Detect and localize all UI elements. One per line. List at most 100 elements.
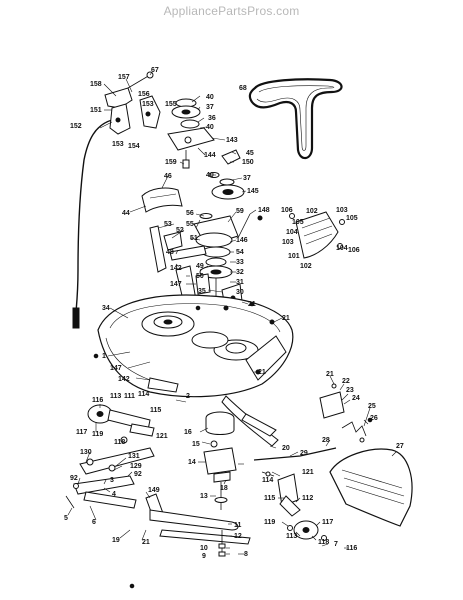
callout-154: 154 — [128, 143, 140, 150]
callout-1: 1 — [102, 353, 106, 360]
callout-25: 25 — [368, 403, 376, 410]
callout-151: 151 — [90, 107, 102, 114]
callout-21: 21 — [248, 301, 256, 308]
callout-156: 156 — [138, 91, 150, 98]
callout-153-b: 153 — [112, 141, 124, 148]
callout-14: 14 — [188, 459, 196, 466]
callout-52: 52 — [176, 227, 184, 234]
callout-45: 45 — [246, 150, 254, 157]
callout-35: 35 — [198, 288, 206, 295]
belt-guard — [141, 187, 183, 213]
callout-49: 49 — [196, 263, 204, 270]
callout-28: 28 — [322, 437, 330, 444]
callout-113: 113 — [110, 393, 121, 400]
callout-115: 115 — [150, 407, 161, 414]
callout-31: 31 — [236, 279, 244, 286]
callout-6: 6 — [92, 519, 96, 526]
callout-117: 117 — [76, 429, 87, 436]
callout-50: 50 — [196, 273, 204, 280]
callout-8: 8 — [244, 551, 248, 558]
callout-37-b: 37 — [243, 175, 251, 182]
callout-55: 55 — [186, 221, 194, 228]
callout-147: 147 — [170, 281, 182, 288]
callout-27: 27 — [396, 443, 404, 450]
callout-119: 119 — [92, 431, 103, 438]
callout-51: 51 — [190, 235, 198, 242]
callout-40: 40 — [206, 94, 214, 101]
callout-46: 46 — [164, 173, 172, 180]
callout-106-b: 106 — [348, 247, 360, 254]
callout-2: 2 — [186, 393, 190, 400]
callout-104: 104 — [286, 229, 298, 236]
callout-3: 3 — [110, 477, 114, 484]
callout-21-d: 21 — [326, 371, 334, 378]
callout-33: 33 — [236, 259, 244, 266]
callout-37: 37 — [206, 104, 214, 111]
callout-112: 112 — [302, 495, 313, 502]
callout-114-b: 114 — [262, 477, 273, 484]
callout-114: 114 — [138, 391, 149, 398]
callout-148: 148 — [258, 207, 270, 214]
callout-92-b: 92 — [134, 471, 142, 478]
callout-68: 68 — [239, 85, 247, 92]
callout-157: 157 — [118, 74, 130, 81]
callout-121-b: 121 — [302, 469, 314, 476]
blade-spindle-assembly — [203, 411, 237, 510]
callout-32: 32 — [236, 269, 244, 276]
callout-101: 101 — [288, 253, 300, 260]
drive-belt — [248, 78, 343, 160]
callout-9: 9 — [202, 553, 206, 560]
callout-67: 67 — [151, 67, 159, 74]
callout-24: 24 — [352, 395, 360, 402]
callout-102: 102 — [306, 208, 318, 215]
callout-146: 146 — [236, 237, 248, 244]
discharge-deflector-hinge — [289, 211, 345, 259]
callout-26: 26 — [370, 415, 378, 422]
callout-13: 13 — [200, 493, 208, 500]
callout-16: 16 — [184, 429, 192, 436]
discharge-chute — [329, 448, 413, 527]
callout-40-c: 40 — [206, 172, 214, 179]
callout-118: 118 — [114, 439, 125, 446]
callout-18: 18 — [220, 485, 228, 492]
callout-5: 5 — [64, 515, 68, 522]
center-pulley-stack — [193, 213, 239, 320]
idler-pulley-upper — [167, 98, 215, 169]
mower-blade — [149, 509, 251, 557]
callout-159: 159 — [165, 159, 177, 166]
leader-lines — [67, 71, 397, 555]
callout-152: 152 — [70, 123, 82, 130]
callout-116-b: 116 — [346, 545, 357, 552]
callout-22: 22 — [342, 378, 350, 385]
deck-arm-20 — [221, 395, 279, 447]
callout-105-b: 105 — [346, 215, 358, 222]
callout-144: 144 — [204, 152, 216, 159]
callout-142-b: 142 — [118, 376, 130, 383]
callout-92: 92 — [70, 475, 78, 482]
callout-30: 30 — [236, 289, 244, 296]
callout-34: 34 — [102, 305, 110, 312]
callout-117-b: 117 — [322, 519, 333, 526]
callout-106: 106 — [281, 207, 293, 214]
callout-103: 103 — [282, 239, 294, 246]
left-idler-pulley — [87, 404, 155, 444]
callout-59: 59 — [236, 208, 244, 215]
engagement-handle-assembly — [104, 71, 161, 135]
callout-21-c: 21 — [258, 369, 266, 376]
callout-54: 54 — [236, 249, 244, 256]
callout-142: 142 — [170, 265, 182, 272]
callout-20: 20 — [282, 445, 290, 452]
callout-11: 11 — [234, 522, 242, 529]
callout-153: 153 — [142, 101, 154, 108]
callout-121: 121 — [156, 433, 168, 440]
watermark: AppliancePartsPros.com — [163, 4, 300, 18]
callout-29: 29 — [300, 450, 308, 457]
right-idler-arm — [277, 473, 327, 541]
callout-131: 131 — [128, 453, 140, 460]
callout-53: 53 — [164, 221, 172, 228]
callout-103-b: 103 — [336, 207, 348, 214]
callout-104-b: 104 — [336, 245, 348, 252]
callout-19: 19 — [112, 537, 120, 544]
callout-56: 56 — [186, 210, 194, 217]
